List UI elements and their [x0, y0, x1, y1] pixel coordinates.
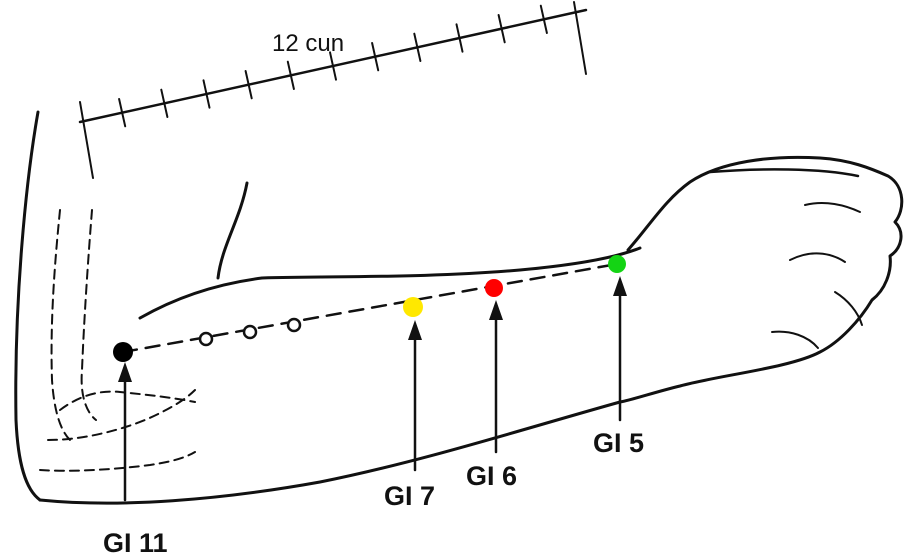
ruler-left-guide	[79, 101, 94, 179]
elbow-contour-4	[47, 389, 196, 441]
gi7-label: GI 7	[384, 481, 435, 511]
scale-label: 12 cun	[272, 30, 344, 57]
elbow-contour-2	[80, 209, 97, 421]
upper-arm-edge	[14, 110, 42, 502]
cun-scale-ruler: 12 cun	[78, 1, 588, 179]
ruler-tick	[286, 60, 295, 90]
ruler-tick	[413, 32, 422, 62]
ruler-tick	[160, 88, 169, 118]
elbow-contour-3	[39, 451, 196, 472]
ruler-right-guide	[573, 1, 587, 75]
gi6-dot	[485, 279, 503, 297]
ruler-tick	[455, 23, 464, 53]
elbow-contours	[39, 209, 196, 472]
intermediate-marker	[198, 331, 214, 347]
ruler-tick	[497, 14, 506, 44]
ruler-tick	[118, 98, 127, 128]
point-gi5: GI 5	[593, 255, 644, 458]
elbow-contour-5	[59, 390, 196, 411]
ruler-tick	[329, 51, 337, 81]
arm-outline	[14, 110, 904, 505]
forearm-topside	[138, 246, 642, 320]
point-gi7: GI 7	[384, 297, 435, 511]
gi6-label: GI 6	[466, 461, 517, 491]
gi11-dot	[113, 342, 133, 362]
knuckle-line	[708, 168, 860, 178]
intermediate-marker	[286, 317, 302, 333]
ruler-tick	[539, 4, 548, 34]
intermediate-markers	[198, 317, 302, 347]
gi11-arrowhead	[118, 362, 132, 382]
ruler-tick	[244, 70, 253, 100]
thumb-crease	[771, 330, 819, 349]
finger-crease-1	[789, 252, 846, 263]
gi5-arrowhead	[613, 276, 627, 296]
gi5-label: GI 5	[593, 428, 644, 458]
gi7-arrowhead	[408, 320, 422, 340]
point-gi11: GI 11	[103, 342, 168, 558]
biceps-fold	[216, 181, 249, 280]
finger-crease-3	[834, 291, 863, 326]
forearm-underside	[38, 400, 622, 505]
gi7-dot	[403, 297, 423, 317]
gi6-arrowhead	[489, 300, 503, 320]
ruler-tick	[371, 42, 380, 72]
gi5-dot	[608, 255, 626, 273]
finger-crease-2	[804, 202, 861, 213]
gi11-label: GI 11	[103, 528, 168, 555]
ruler-ticks	[118, 4, 548, 128]
intermediate-marker	[242, 324, 258, 340]
point-gi6: GI 6	[466, 279, 517, 491]
fist-outline	[618, 155, 904, 404]
elbow-contour-1	[50, 209, 71, 441]
ruler-tick	[202, 79, 211, 109]
